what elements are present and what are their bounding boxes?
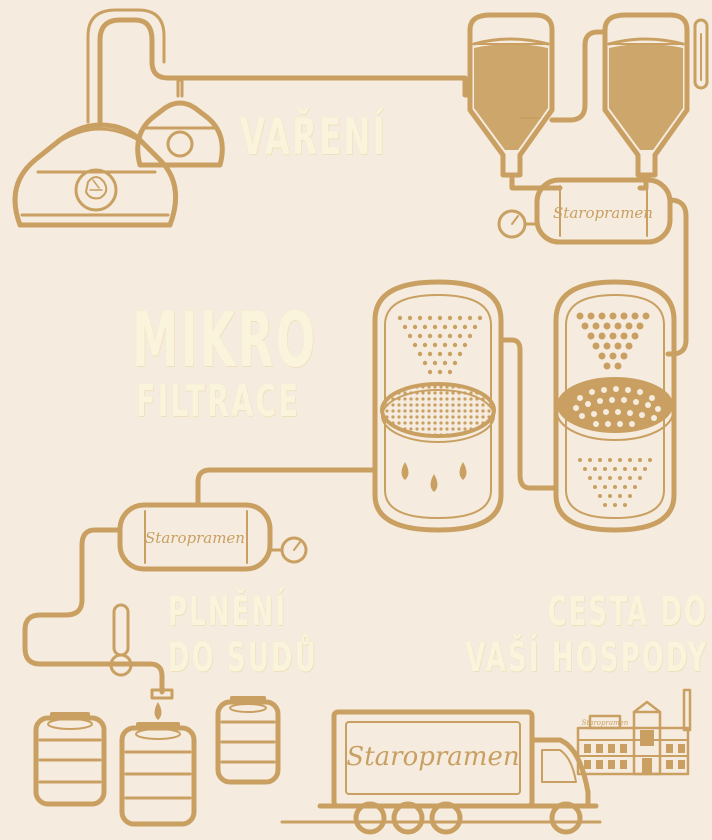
brew-kettle-large [15, 125, 176, 225]
brand-tank-bottom: Staropramen [145, 529, 245, 547]
keg-center-top [136, 722, 180, 730]
label-plneni: PLNĚNÍ [168, 592, 287, 632]
label-filtrace: FILTRACE [136, 380, 300, 424]
label-cesta-do: CESTA DO [547, 592, 708, 632]
filter-membrane-left [382, 384, 494, 442]
keg-right [218, 702, 278, 782]
filling-pipe [25, 530, 120, 664]
label-do-sudu: DO SUDŮ [168, 638, 318, 678]
label-vasi-hospody: VAŠÍ HOSPODY [465, 638, 708, 678]
kettle-pipe-a [100, 20, 465, 122]
label-vareni: VAŘENÍ [240, 112, 387, 162]
keg-left [36, 718, 104, 804]
thermometer-icon [695, 20, 707, 88]
brand-tank-top: Staropramen [553, 204, 653, 222]
filter-dots-right-top [577, 313, 650, 370]
filter-outlet-pipe [198, 470, 375, 505]
keg-center [122, 728, 194, 824]
brewery-building [578, 690, 690, 774]
keg-left-top [50, 712, 90, 720]
hopper-link-pipe [552, 32, 605, 120]
label-mikro: MIKRO [132, 302, 317, 378]
filter-link-pipe [501, 340, 556, 488]
brand-brewery: Staropramen [582, 719, 629, 727]
brand-truck: Staropramen [346, 742, 519, 772]
filling-spout [105, 664, 162, 692]
filter-dots-right-bottom [578, 458, 652, 507]
filter-membrane-right [557, 377, 673, 440]
filter-dots-left [398, 316, 482, 374]
keg-right-top [230, 696, 266, 704]
